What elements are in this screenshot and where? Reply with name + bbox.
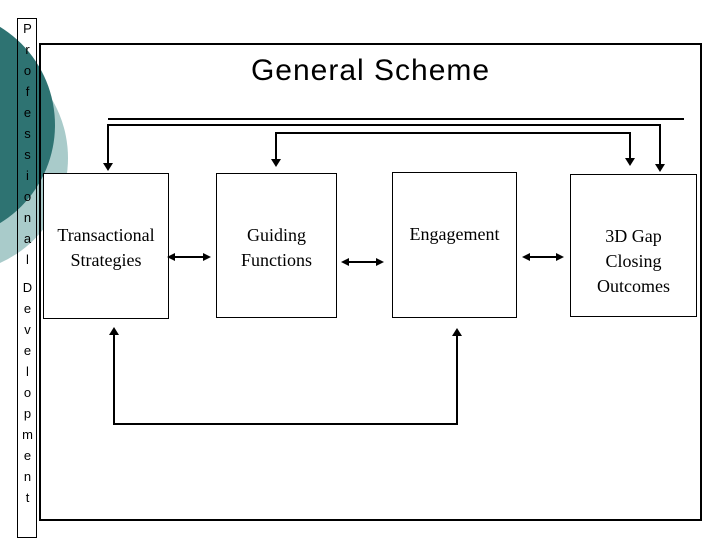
bidirectional-arrow-box2-box3 [341, 258, 384, 266]
title-underline [108, 118, 684, 120]
feedback-loop-bottom-line [113, 423, 458, 425]
arrowhead-down-icon [103, 163, 113, 171]
arrowhead-right-icon [556, 253, 564, 261]
arrowhead-right-icon [376, 258, 384, 266]
connector-rail-a [108, 124, 660, 126]
arrow-shaft [346, 261, 379, 263]
page-title: General Scheme [250, 54, 491, 87]
box-label: 3D Gap Closing Outcomes [597, 226, 670, 296]
connector-rail-b [276, 132, 631, 134]
box-label: Transactional Strategies [57, 225, 155, 270]
connector-drop-box4-inner [629, 132, 631, 159]
bidirectional-arrow-box3-box4 [522, 253, 564, 261]
arrowhead-left-icon [167, 253, 175, 261]
arrow-shaft [172, 256, 206, 258]
box-guiding-functions: Guiding Functions [216, 173, 337, 318]
box-label: Engagement [409, 224, 500, 244]
feedback-loop-left-line [113, 334, 115, 425]
box-transactional-strategies: Transactional Strategies [43, 173, 169, 319]
sidebar-word-development: Development [20, 280, 35, 511]
box-gap-closing-outcomes: 3D Gap Closing Outcomes [570, 174, 697, 317]
arrowhead-up-icon [109, 327, 119, 335]
arrowhead-left-icon [341, 258, 349, 266]
arrowhead-down-icon [271, 159, 281, 167]
connector-drop-box1 [107, 124, 109, 164]
arrowhead-down-icon [655, 164, 665, 172]
box-engagement: Engagement [392, 172, 517, 318]
box-label: Guiding Functions [240, 225, 312, 270]
arrowhead-up-icon [452, 328, 462, 336]
diagram-frame [39, 43, 702, 521]
sidebar-word-professional: Professional [20, 21, 35, 273]
feedback-loop-right-line [456, 335, 458, 425]
arrow-shaft [527, 256, 559, 258]
connector-drop-box4-outer [659, 124, 661, 165]
arrowhead-left-icon [522, 253, 530, 261]
arrowhead-down-icon [625, 158, 635, 166]
bidirectional-arrow-box1-box2 [167, 253, 211, 261]
sidebar-bar [17, 18, 37, 538]
arrowhead-right-icon [203, 253, 211, 261]
connector-drop-box2 [275, 132, 277, 160]
